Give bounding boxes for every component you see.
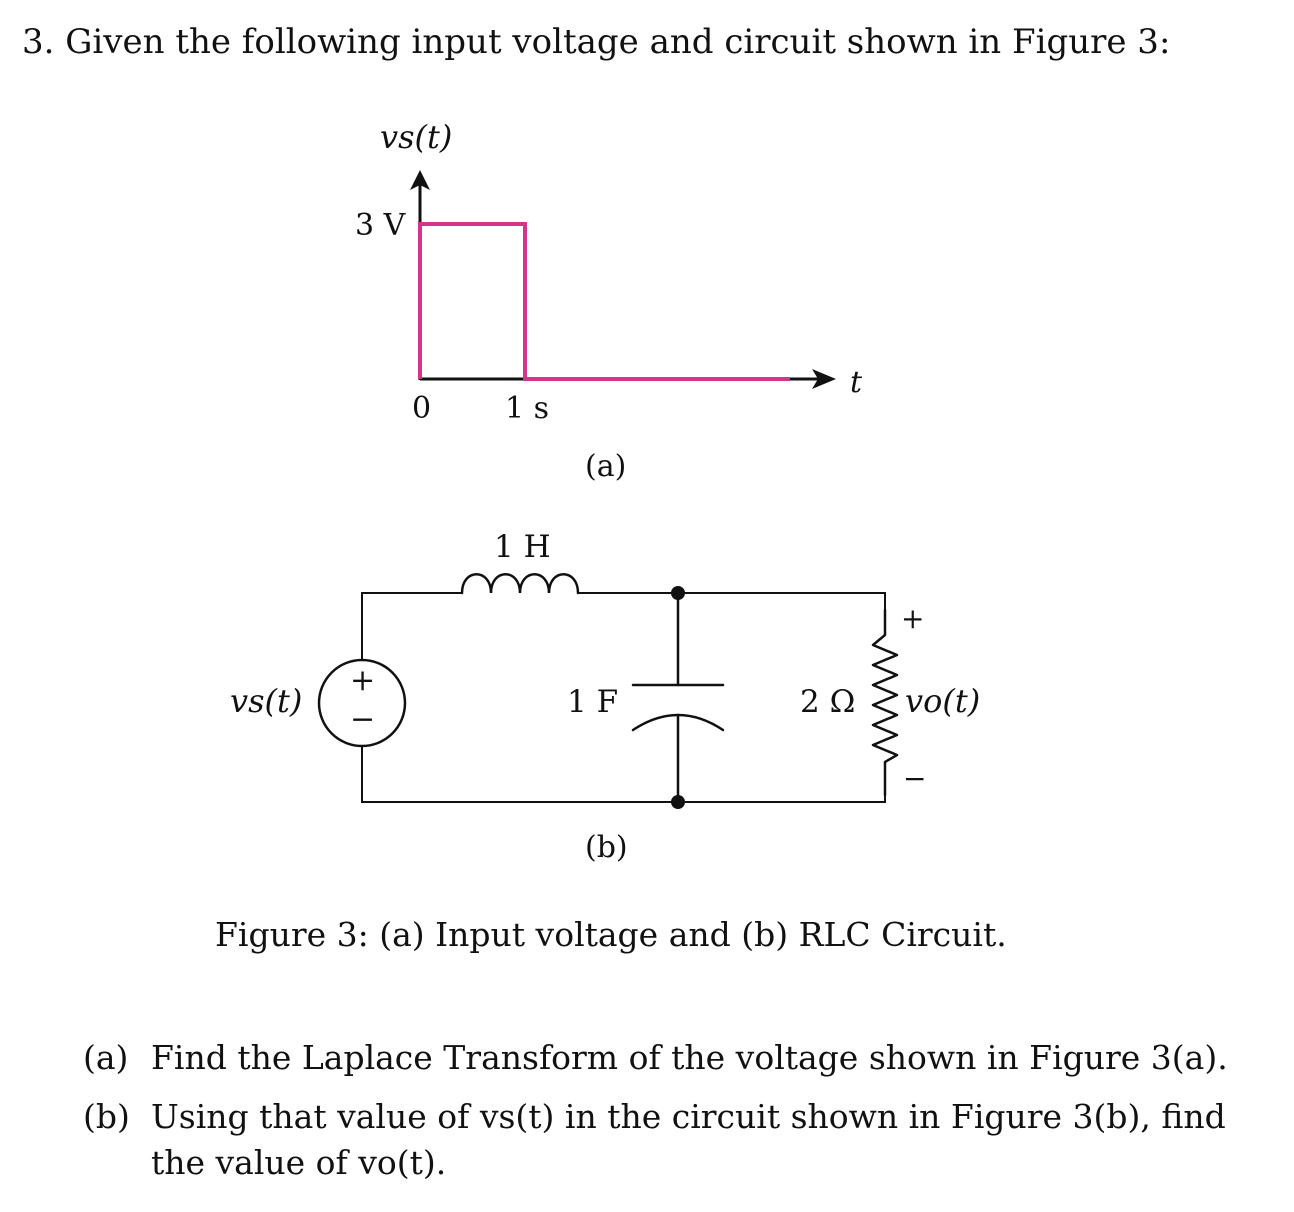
tick-label-zero: 0 [412, 391, 431, 426]
capacitor [631, 586, 725, 809]
task-text: Using that value of vs(t) in the circuit… [151, 1097, 1226, 1182]
problem-heading: 3. Given the following input voltage and… [22, 22, 1171, 62]
figure-a-sublabel: (a) [585, 449, 626, 484]
top-node-dot [671, 586, 685, 600]
inductor [460, 573, 580, 595]
task-label: (a) [83, 1038, 129, 1077]
figure-b-sublabel: (b) [585, 830, 628, 865]
wire-bottom [361, 744, 886, 803]
y-axis-label: vs(t) [380, 118, 452, 156]
resistor-label: 2 Ω [800, 684, 855, 720]
task-label: (b) [83, 1097, 130, 1136]
inductor-label: 1 H [494, 529, 551, 565]
x-axis-label: t [850, 365, 863, 400]
amplitude-label: 3 V [355, 208, 407, 243]
wire-top-right [577, 592, 886, 611]
output-plus-sign: + [901, 602, 924, 635]
bottom-node-dot [671, 795, 685, 809]
figure-a-pulse-plot: vs(t) t 3 V 0 1 s (a) [355, 118, 863, 484]
source-plus-sign: + [350, 663, 375, 698]
tick-label-one-second: 1 s [505, 391, 549, 426]
figure-3: vs(t) t 3 V 0 1 s (a) + − vs(t) 1 H [230, 118, 980, 865]
x-axis-arrowhead [812, 369, 836, 389]
task-item-b: (b) Using that value of vs(t) in the cir… [83, 1094, 1283, 1194]
source-minus-sign: − [350, 702, 375, 737]
figure-caption: Figure 3: (a) Input voltage and (b) RLC … [215, 915, 1007, 954]
capacitor-label: 1 F [567, 684, 618, 720]
task-item-a: (a) Find the Laplace Transform of the vo… [83, 1035, 1283, 1085]
voltage-pulse-trace [418, 222, 790, 381]
figure-b-circuit: + − vs(t) 1 H 1 F 2 Ω + vo(t) − (b) [230, 529, 980, 865]
wire-left-top [361, 592, 463, 661]
y-axis-arrowhead [410, 170, 430, 190]
resistor [871, 608, 899, 797]
voltage-source: + − [317, 658, 407, 748]
output-minus-sign: − [903, 762, 926, 795]
task-text: Find the Laplace Transform of the voltag… [151, 1038, 1228, 1077]
output-label: vo(t) [905, 682, 980, 720]
source-label: vs(t) [230, 682, 302, 720]
